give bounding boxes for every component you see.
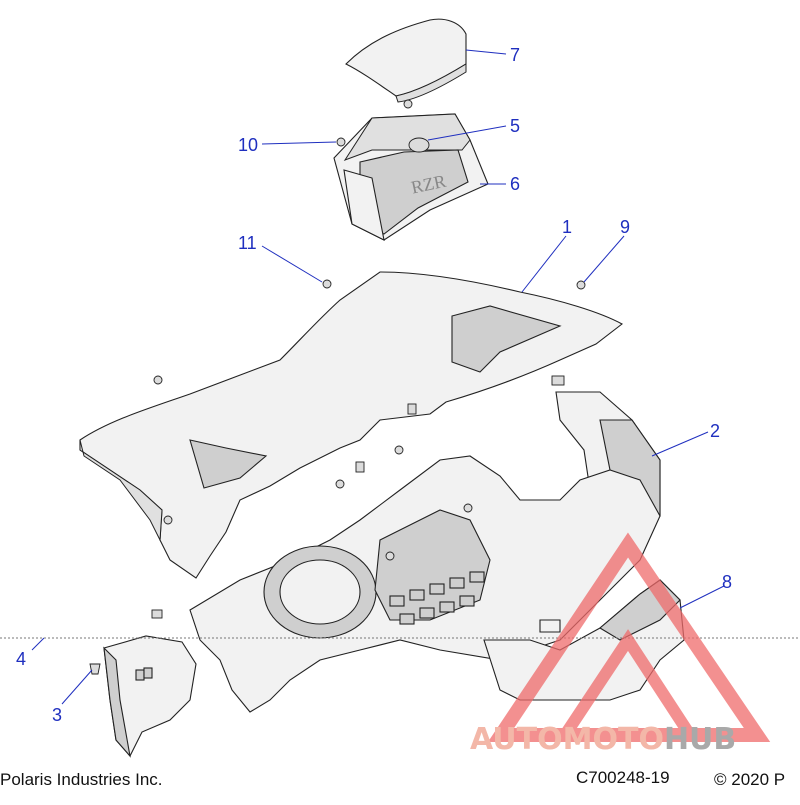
screw-icon [163,515,173,525]
callout-5: 5 [510,116,521,136]
leader-lines [31,49,725,705]
callout-10: 10 [238,135,259,155]
footer-drawing-code: C700248-19 [576,768,670,787]
screw-icon [576,280,586,290]
callout-8: 8 [722,572,733,592]
screw-icon [463,503,473,513]
main-dash-assembly [189,455,661,713]
callout-7: 7 [510,45,521,65]
clip-icon [151,609,163,619]
screw-icon [403,99,413,109]
callout-4: 4 [16,649,27,669]
dash-vents [389,571,485,625]
footer-copyright-year: © 2020 P [714,770,786,789]
footer-copyright-holder: Polaris Industries Inc. [0,770,163,789]
push-pin-icon [89,663,101,675]
callout-11: 11 [238,233,257,253]
clip-icon [407,403,417,415]
watermark-text-part2: HUB [663,722,737,757]
screw-icon [336,137,346,147]
screw-icon [322,279,332,289]
callout-3: 3 [52,705,63,725]
screw-icon [385,551,395,561]
screw-icon [153,375,163,385]
clip-icon [551,375,565,386]
callout-6: 6 [510,174,521,194]
part-7-lid [345,18,467,103]
screw-icon [394,445,404,455]
part-6-storage-box: RZR [333,113,489,241]
watermark-logo-icon [487,532,771,742]
callout-9: 9 [620,217,631,237]
cap-5-icon [408,137,430,153]
watermark-text-part1: AUTOMOTO [470,722,664,757]
clip-icon [355,461,365,473]
screw-icon [335,479,345,489]
part-3-kick-panel [89,609,197,758]
callout-2: 2 [710,421,721,441]
watermark-text: AUTOMOTOHUB [470,722,736,757]
part-1-upper-dash-panel [79,271,624,579]
callout-1: 1 [562,217,573,237]
